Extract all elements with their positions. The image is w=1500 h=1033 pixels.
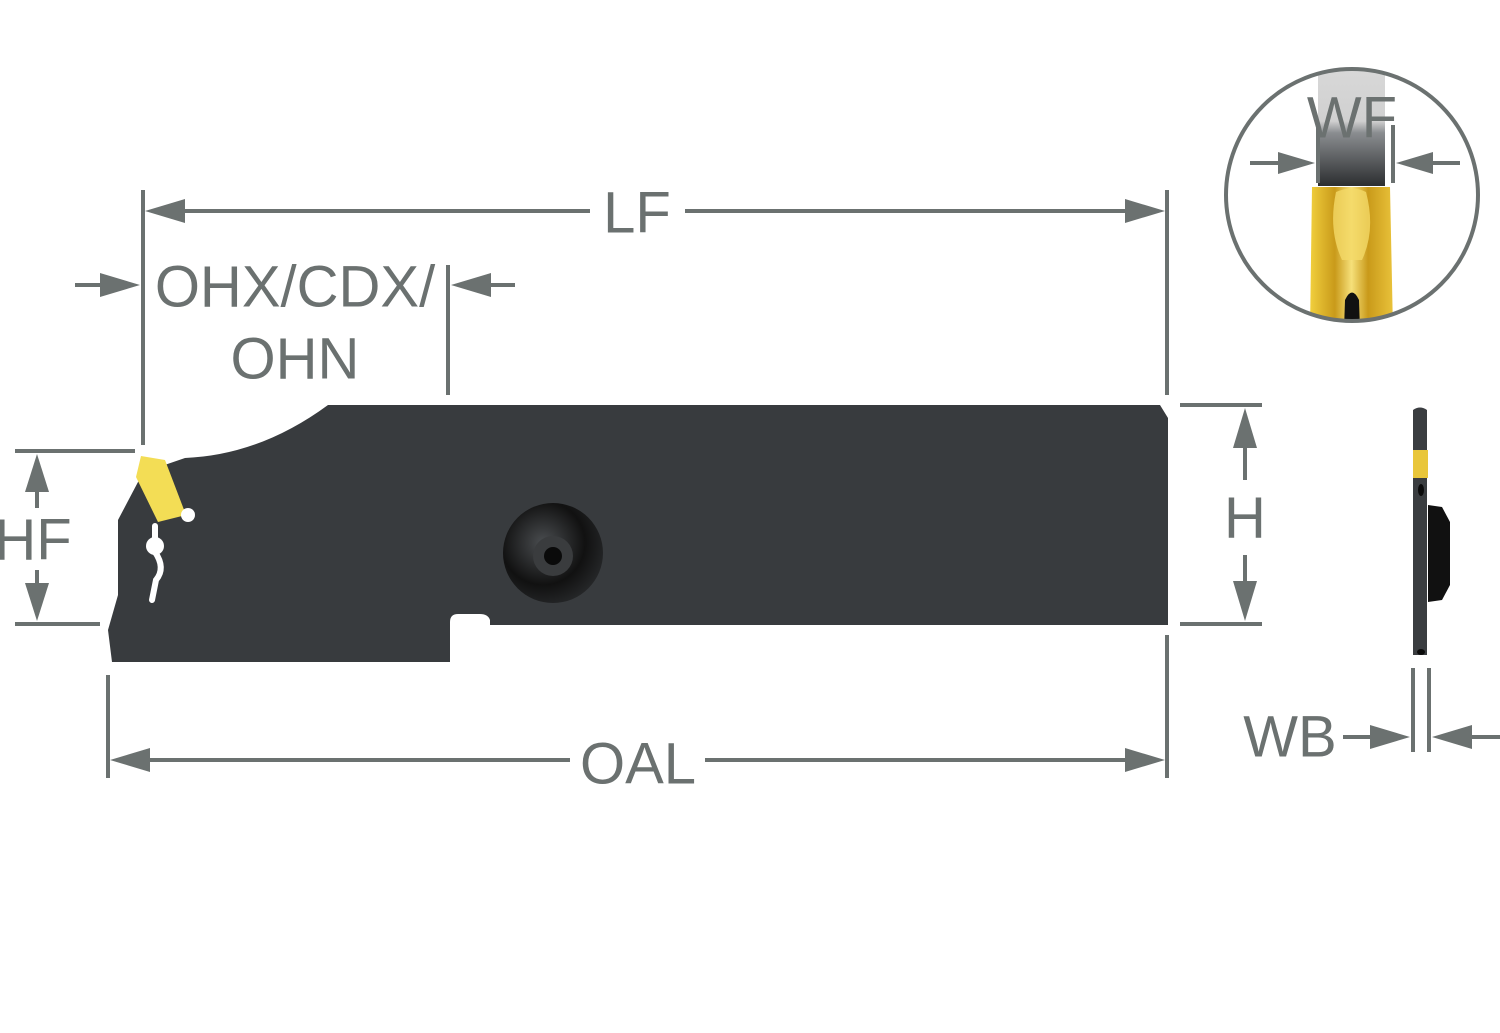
insert-detail-view: WF	[1224, 67, 1480, 323]
dimension-ohx: OHX/CDX/ OHN	[75, 255, 515, 395]
label-lf: LF	[603, 181, 671, 246]
tool-side-view	[1413, 407, 1450, 655]
clamp-screw-icon	[503, 503, 603, 603]
label-hf: HF	[0, 508, 72, 573]
label-wf: WF	[1307, 86, 1397, 151]
insert-main	[136, 456, 186, 522]
dimension-hf: HF	[0, 449, 135, 626]
clamp-slot-hole	[146, 537, 164, 555]
dimension-h: H	[1180, 403, 1266, 626]
dimension-oal: OAL	[106, 635, 1169, 797]
dimension-lf: LF	[141, 181, 1169, 445]
chip-relief-hole	[181, 508, 195, 522]
label-wb: WB	[1243, 705, 1336, 770]
dimension-wb: WB	[1243, 668, 1500, 770]
label-ohx-cdx: OHX/CDX/	[155, 255, 436, 320]
label-h: H	[1224, 486, 1266, 551]
tool-body	[108, 405, 1168, 662]
label-oal: OAL	[580, 732, 696, 797]
label-ohn: OHN	[231, 327, 360, 392]
